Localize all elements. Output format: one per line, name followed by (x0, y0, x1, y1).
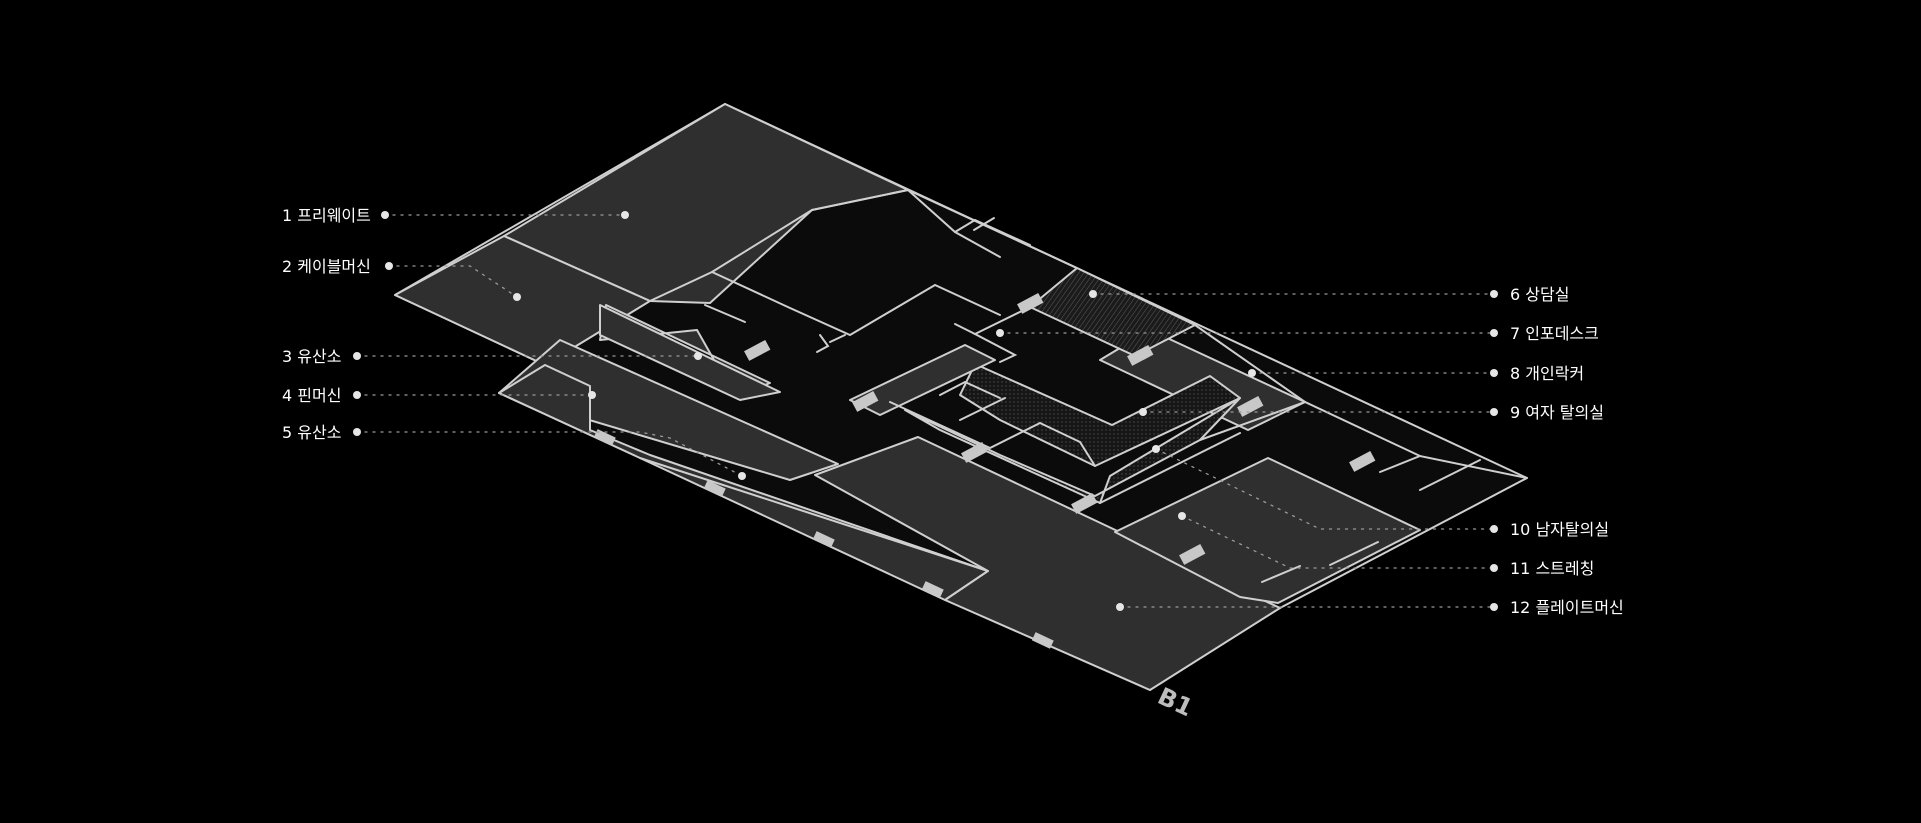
building-floor: B1 (394, 103, 1528, 722)
inner-wall-20 (1329, 541, 1379, 566)
room-small-center (849, 344, 996, 416)
room-plate-machine (814, 436, 1281, 691)
label-marker-dot (385, 262, 393, 270)
inner-wall-14 (1039, 422, 1096, 467)
leader-line (356, 431, 743, 477)
legend-label: 12 플레이트머신 (1510, 598, 1624, 617)
inner-wall-17 (1199, 400, 1421, 457)
label-marker-dot (1490, 290, 1498, 298)
legend-label: 8 개인락커 (1510, 364, 1584, 383)
legend-label: 2 케이블머신 (282, 257, 371, 276)
legend-label: 10 남자탈의실 (1510, 520, 1609, 539)
legend-item-9: 9 여자 탈의실 (1139, 403, 1604, 422)
legend-item-6: 6 상담실 (1089, 285, 1569, 304)
label-marker-dot (353, 352, 361, 360)
leader-line (1155, 448, 1495, 530)
legend-label: 4 핀머신 (282, 386, 341, 405)
legend-item-3: 3 유산소 (282, 347, 702, 366)
door (1031, 632, 1054, 649)
legend-label: 5 유산소 (282, 423, 341, 442)
leader-line (388, 265, 518, 298)
inner-wall-9 (704, 304, 746, 323)
room-marker-dot (996, 329, 1004, 337)
door (921, 581, 944, 598)
door (703, 480, 726, 497)
room-marker-dot (621, 211, 629, 219)
door (1237, 395, 1264, 417)
door (1349, 450, 1376, 472)
room-marker-dot (513, 293, 521, 301)
room-cardio-a-strip (599, 304, 781, 401)
inner-wall-10 (829, 334, 846, 343)
label-marker-dot (381, 211, 389, 219)
door (1179, 543, 1206, 565)
legend-item-8: 8 개인락커 (1248, 364, 1584, 383)
legend-label: 6 상담실 (1510, 285, 1569, 304)
inner-wall-6 (973, 217, 995, 231)
inner-wall-19 (1419, 459, 1481, 491)
room-marker-dot (738, 472, 746, 480)
leader-line (1181, 515, 1495, 569)
label-marker-dot (1490, 525, 1498, 533)
legend-item-10: 10 남자탈의실 (1152, 445, 1609, 539)
room-women-locker (959, 363, 1241, 467)
door (852, 390, 879, 412)
inner-wall-21 (1261, 565, 1301, 583)
legend-item-11: 11 스트레칭 (1178, 512, 1594, 578)
legend-label: 9 여자 탈의실 (1510, 403, 1604, 422)
inner-wall-8 (954, 323, 976, 335)
room-stretching (1114, 457, 1421, 604)
label-marker-dot (353, 428, 361, 436)
legend-label: 7 인포데스크 (1510, 324, 1599, 343)
room-marker-dot (1248, 369, 1256, 377)
room-pin-machine (498, 339, 839, 481)
room-marker-dot (1178, 512, 1186, 520)
legend-item-7: 7 인포데스크 (996, 324, 1599, 343)
inner-wall-12 (939, 380, 1001, 399)
legend-item-12: 12 플레이트머신 (1116, 598, 1624, 617)
label-marker-dot (1490, 408, 1498, 416)
legend: 1 프리웨이트 2 케이블머신 3 유산소 4 핀머신 5 유산소 6 상담실 7 인포데스… (282, 206, 1624, 617)
room-cardio-b (498, 364, 989, 601)
inner-wall-11 (889, 401, 1041, 450)
label-marker-dot (1490, 369, 1498, 377)
room-marker-dot (1116, 603, 1124, 611)
room-marker-dot (1152, 445, 1160, 453)
label-marker-dot (1490, 329, 1498, 337)
room-marker-dot (588, 391, 596, 399)
inner-wall-15 (1099, 432, 1241, 504)
inner-wall-3 (711, 271, 1001, 337)
label-marker-dot (353, 391, 361, 399)
label-marker-dot (1490, 564, 1498, 572)
door (812, 531, 835, 548)
room-marker-dot (1139, 408, 1147, 416)
legend-item-4: 4 핀머신 (282, 386, 596, 405)
legend-label: 1 프리웨이트 (282, 206, 371, 225)
room-marker-dot (1089, 290, 1097, 298)
room-marker-dot (694, 352, 702, 360)
inner-wall-23 (816, 334, 830, 353)
inner-wall-5 (954, 218, 1031, 246)
inner-wall-18 (1379, 454, 1528, 479)
label-marker-dot (1490, 603, 1498, 611)
inner-wall-13 (959, 397, 1006, 421)
floor-label: B1 (1153, 682, 1197, 722)
door (961, 441, 988, 463)
door (1127, 344, 1154, 366)
door (1071, 492, 1098, 514)
legend-label: 3 유산소 (282, 347, 341, 366)
legend-item-5: 5 유산소 (282, 423, 746, 480)
legend-item-2: 2 케이블머신 (282, 257, 521, 301)
inner-wall-7 (972, 306, 1031, 363)
legend-label: 11 스트레칭 (1510, 559, 1594, 578)
legend-item-1: 1 프리웨이트 (282, 206, 629, 225)
room-men-locker (904, 397, 1241, 504)
inner-wall-22 (639, 457, 989, 572)
door (593, 429, 616, 446)
inner-wall-16 (1194, 324, 1306, 403)
door (744, 339, 771, 361)
door (1017, 292, 1044, 314)
doors (593, 292, 1376, 649)
